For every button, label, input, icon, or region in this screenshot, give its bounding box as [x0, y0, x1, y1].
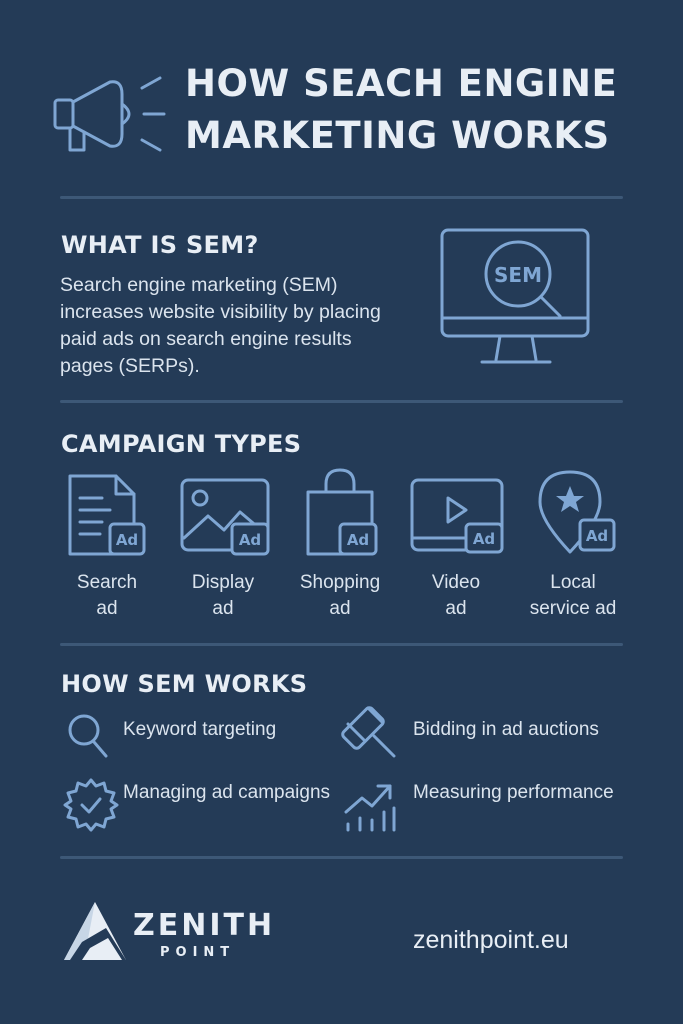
shopping-bag-icon: Ad	[306, 468, 378, 556]
magnifier-icon	[68, 714, 108, 758]
title-line-1: HOW SEACH ENGINE	[185, 62, 618, 105]
brand-logo: ZENITH POINT	[133, 908, 275, 960]
campaign-label-line: Shopping	[299, 572, 381, 593]
image-icon: Ad	[180, 478, 270, 556]
campaign-label-line: ad	[96, 598, 118, 619]
gear-check-icon	[63, 778, 119, 832]
step-keyword-targeting: Keyword targeting	[123, 719, 277, 740]
step-measuring-performance: Measuring performance	[413, 782, 614, 803]
monitor-search-icon: SEM	[440, 228, 590, 364]
document-icon: Ad	[68, 474, 146, 556]
description-line: paid ads on search engine results	[60, 328, 352, 350]
step-managing-ad-campaigns: Managing ad campaigns	[123, 782, 331, 803]
title-line-2: MARKETING WORKS	[185, 114, 610, 157]
campaign-label-line: Search	[76, 572, 138, 593]
divider	[60, 196, 623, 199]
divider	[60, 856, 623, 859]
description-line: Search engine marketing (SEM)	[60, 274, 338, 296]
campaign-label-line: Video	[431, 572, 481, 593]
video-icon: Ad	[410, 478, 504, 554]
gavel-icon	[341, 706, 396, 758]
how-sem-works-heading: HOW SEM WORKS	[61, 670, 308, 698]
what-is-sem-description: Search engine marketing (SEM) increases …	[60, 272, 430, 380]
campaign-display-ad: Display ad	[168, 570, 278, 622]
campaign-label-line: ad	[212, 598, 234, 619]
mountain-logo-icon	[64, 902, 126, 960]
description-line: increases website visibility by placing	[60, 301, 381, 323]
ad-badge: Ad	[586, 527, 608, 545]
brand-name: ZENITH	[133, 908, 276, 943]
ad-badge: Ad	[473, 530, 495, 548]
campaign-types-heading: CAMPAIGN TYPES	[61, 430, 302, 458]
campaign-local-service-ad: Local service ad	[518, 570, 628, 622]
map-pin-star-icon: Ad	[538, 470, 616, 554]
campaign-label-line: Local	[550, 572, 596, 593]
what-is-sem-heading: WHAT IS SEM?	[61, 231, 259, 259]
campaign-search-ad: Search ad	[52, 570, 162, 622]
campaign-label-line: Display	[191, 572, 255, 593]
growth-chart-icon	[344, 784, 396, 832]
campaign-label-line: service ad	[529, 598, 617, 619]
divider	[60, 643, 623, 646]
website-link[interactable]: zenithpoint.eu	[413, 926, 569, 954]
ad-badge: Ad	[347, 531, 369, 549]
sem-illustration-text: SEM	[494, 263, 542, 287]
campaign-shopping-ad: Shopping ad	[285, 570, 395, 622]
step-bidding-in-ad-auctions: Bidding in ad auctions	[413, 719, 599, 740]
campaign-video-ad: Video ad	[401, 570, 511, 622]
campaign-label-line: ad	[445, 598, 467, 619]
megaphone-icon	[53, 76, 166, 152]
campaign-label-line: ad	[329, 598, 351, 619]
brand-sub: POINT	[160, 945, 236, 960]
divider	[60, 400, 623, 403]
ad-badge: Ad	[116, 531, 138, 549]
page-title: HOW SEACH ENGINE MARKETING WORKS	[185, 58, 665, 162]
ad-badge: Ad	[239, 531, 261, 549]
description-line: pages (SERPs).	[60, 355, 200, 377]
